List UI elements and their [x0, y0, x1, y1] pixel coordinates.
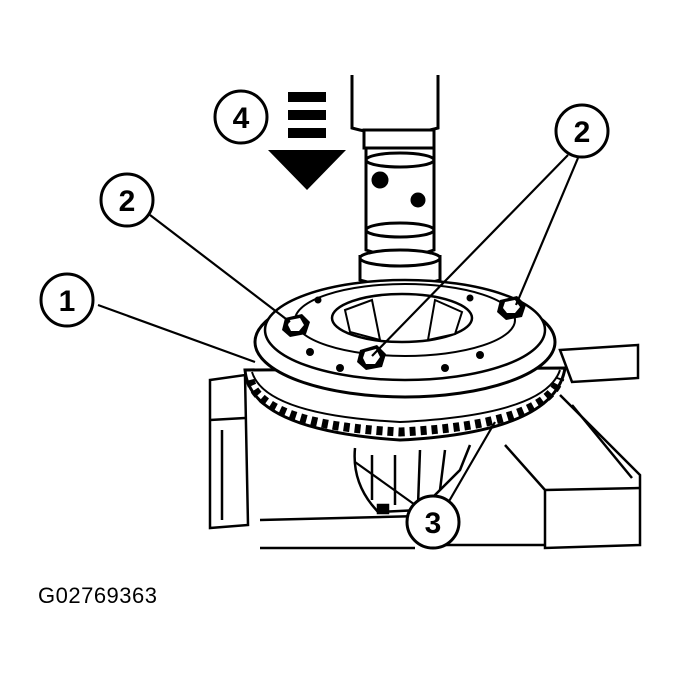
press-direction-arrow [268, 92, 346, 190]
svg-text:2: 2 [119, 185, 136, 218]
callout-4: 4 [213, 89, 269, 145]
pinion-gear [353, 444, 472, 515]
callout-2-right: 2 [554, 103, 610, 159]
bolt-left [282, 314, 310, 337]
callout-3: 3 [405, 494, 461, 550]
press-shaft [350, 75, 442, 288]
ring-gear [243, 278, 567, 442]
svg-text:1: 1 [59, 285, 76, 318]
svg-text:3: 3 [425, 507, 442, 540]
leader-lines [97, 154, 580, 508]
figure-id-label: G02769363 [38, 583, 158, 608]
callout-1: 1 [39, 272, 95, 328]
housing [208, 343, 642, 550]
callout-2-left: 2 [99, 172, 155, 228]
svg-text:2: 2 [574, 116, 591, 149]
svg-text:4: 4 [233, 102, 250, 135]
